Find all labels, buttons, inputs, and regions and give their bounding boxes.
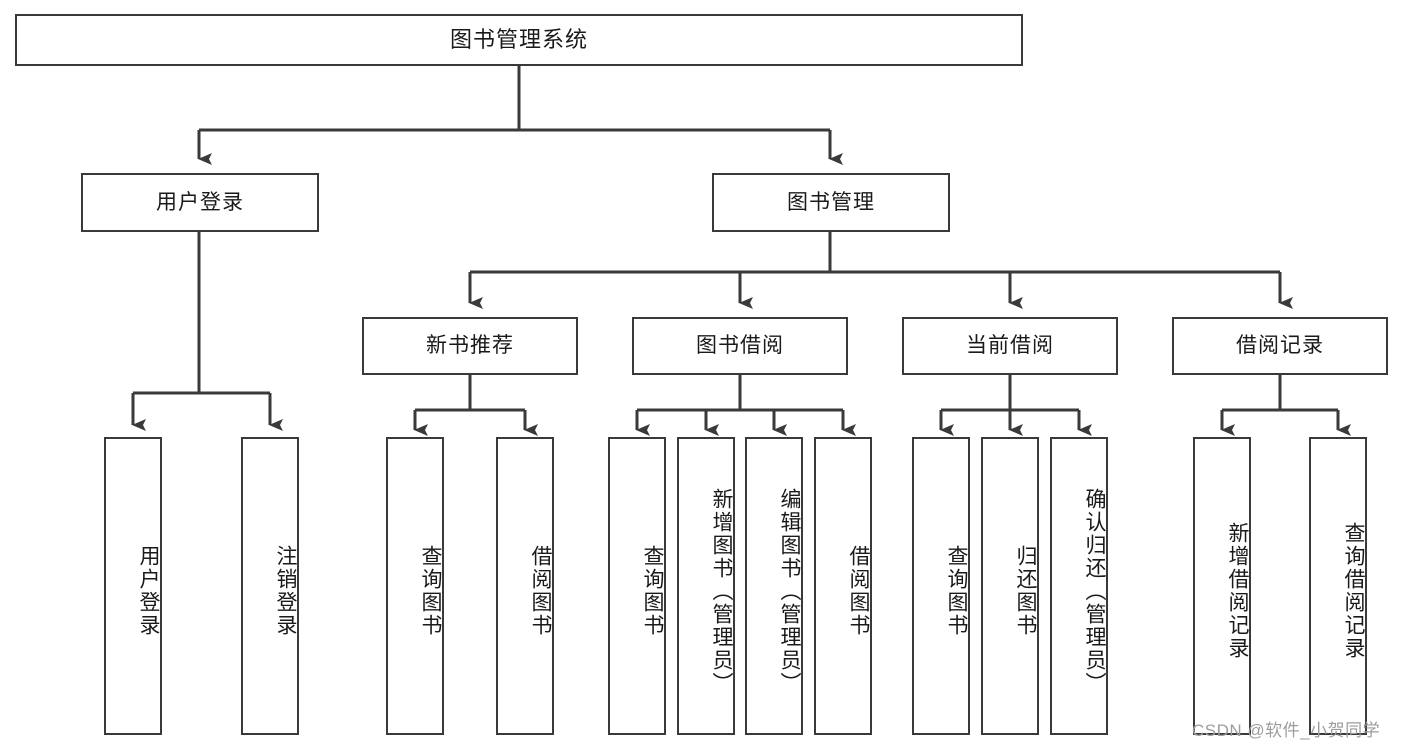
leaf-return-book[interactable]: 归还图书 xyxy=(981,437,1039,735)
leaf-label: 归还图书 xyxy=(1014,545,1037,637)
leaf-query-book-3[interactable]: 查询图书 xyxy=(912,437,970,735)
leaf-logout[interactable]: 注销登录 xyxy=(241,437,299,735)
leaf-edit-book[interactable]: 编辑图书（管理员） xyxy=(745,437,803,735)
node-new-book-rec[interactable]: 新书推荐 xyxy=(362,317,578,375)
leaf-label: 查询图书 xyxy=(945,545,968,637)
node-book-manage[interactable]: 图书管理 xyxy=(712,173,950,232)
leaf-add-book[interactable]: 新增图书（管理员） xyxy=(677,437,735,735)
leaf-label: 查询图书 xyxy=(641,545,664,637)
watermark-text: CSDN @软件_小贺同学 xyxy=(1192,721,1381,740)
leaf-label: 借阅图书 xyxy=(847,545,870,637)
leaf-confirm-return[interactable]: 确认归还（管理员） xyxy=(1050,437,1108,735)
leaf-add-record[interactable]: 新增借阅记录 xyxy=(1193,437,1251,735)
leaf-borrow-book-2[interactable]: 借阅图书 xyxy=(814,437,872,735)
node-root[interactable]: 图书管理系统 xyxy=(15,14,1023,66)
leaf-label: 注销登录 xyxy=(274,545,297,637)
leaf-label: 新增借阅记录 xyxy=(1226,522,1249,660)
leaf-label: 借阅图书 xyxy=(529,545,552,637)
leaf-label: 新增图书（管理员） xyxy=(710,487,733,695)
leaf-label: 查询图书 xyxy=(419,545,442,637)
node-book-borrow[interactable]: 图书借阅 xyxy=(632,317,848,375)
leaf-query-book-2[interactable]: 查询图书 xyxy=(608,437,666,735)
leaf-query-record[interactable]: 查询借阅记录 xyxy=(1309,437,1367,735)
node-user-login[interactable]: 用户登录 xyxy=(81,173,319,232)
leaf-label: 用户登录 xyxy=(137,545,160,637)
leaf-borrow-book-1[interactable]: 借阅图书 xyxy=(496,437,554,735)
leaf-query-book-1[interactable]: 查询图书 xyxy=(386,437,444,735)
leaf-user-login[interactable]: 用户登录 xyxy=(104,437,162,735)
leaf-label: 编辑图书（管理员） xyxy=(778,487,801,695)
node-borrow-record[interactable]: 借阅记录 xyxy=(1172,317,1388,375)
leaf-label: 确认归还（管理员） xyxy=(1083,487,1106,695)
leaf-label: 查询借阅记录 xyxy=(1342,522,1365,660)
node-current-borrow[interactable]: 当前借阅 xyxy=(902,317,1118,375)
